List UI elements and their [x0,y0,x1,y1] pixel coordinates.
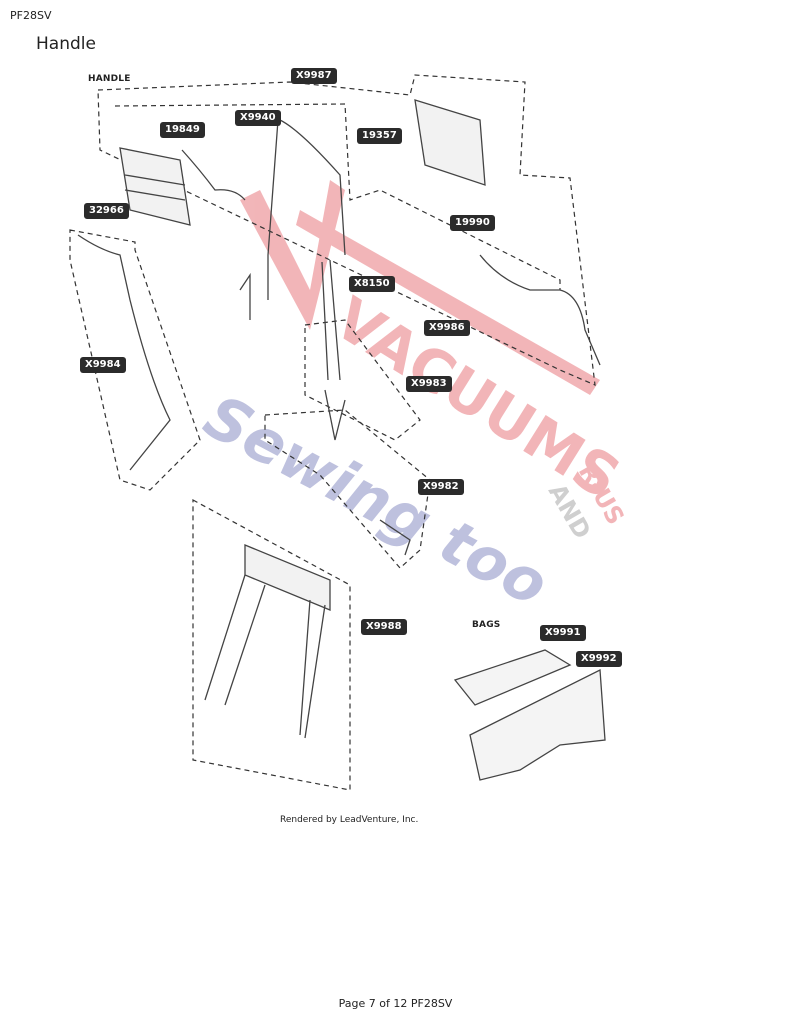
bag-x9991 [453,649,572,706]
control-cable-19849 [181,149,246,201]
part-tag-x8150[interactable]: X8150 [349,276,395,292]
lower-tube-x8150 [321,259,341,381]
switch-housing [414,99,486,186]
part-tag-19357[interactable]: 19357 [357,128,402,144]
outline-handle-assembly [97,74,596,386]
part-tag-x9983[interactable]: X9983 [406,376,452,392]
watermark-v-mark [240,180,345,330]
part-tag-x9984[interactable]: X9984 [80,357,126,373]
part-tag-x9988[interactable]: X9988 [361,619,407,635]
outline-x9983 [304,319,421,441]
render-credit: Rendered by LeadVenture, Inc. [280,815,419,825]
grip-cover-left [119,147,191,226]
part-tag-19990[interactable]: 19990 [450,215,495,231]
part-tag-x9992[interactable]: X9992 [576,651,622,667]
part-tag-x9982[interactable]: X9982 [418,479,464,495]
cord-x9986 [479,254,601,366]
section-label-bags: BAGS [472,620,501,630]
page-title: Handle [36,34,96,54]
handle-base-x9988 [244,544,331,611]
group-outlines [69,74,596,791]
bracket-x9982 [324,389,346,441]
section-label-handle: HANDLE [88,74,131,84]
part-tag-x9991[interactable]: X9991 [540,625,586,641]
part-drawings [77,99,606,781]
outline-x9982 [264,409,431,569]
handle-legs-x9988 [204,574,326,739]
page-footer: Page 7 of 12 PF28SV [338,997,453,1010]
cord-x9984 [77,234,171,471]
part-tag-32966[interactable]: 32966 [84,203,129,219]
watermark-swoosh [296,210,600,395]
part-tag-x9986[interactable]: X9986 [424,320,470,336]
bracket-left [239,272,251,320]
outline-upper-handle [114,103,561,290]
outline-x9988 [192,498,351,791]
part-tag-x9987[interactable]: X9987 [291,68,337,84]
bag-x9992 [469,668,606,781]
grip-cover-ribs [124,174,186,201]
handle-tube-x9940 [267,119,346,300]
header-model-code: PF28SV [10,9,52,22]
outline-x9984 [69,229,201,491]
clip-x9982 [379,519,411,556]
part-tag-x9940[interactable]: X9940 [235,110,281,126]
part-tag-19849[interactable]: 19849 [160,122,205,138]
